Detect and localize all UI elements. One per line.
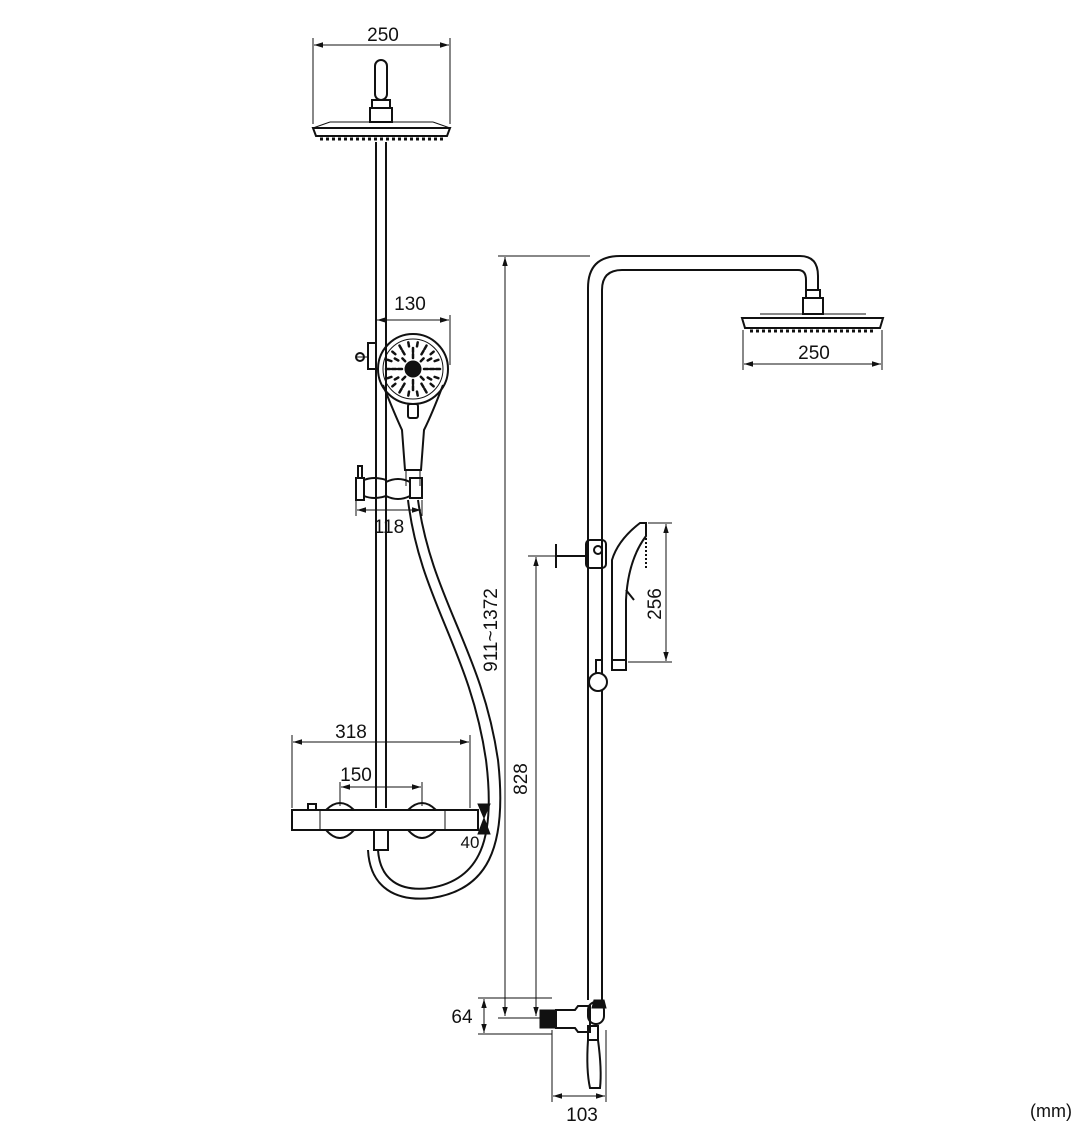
front-center-distance-label: 150 [340,765,372,786]
side-mixer [539,999,607,1089]
nozzle-mark [391,350,397,356]
spray-nozzle-pattern [384,341,442,397]
nozzle-mark [391,382,397,388]
nozzle-mark [386,358,393,363]
front-slider [355,465,423,501]
side-handshower-holder [555,539,607,569]
nozzle-mark [401,349,406,356]
front-rain-shower-head [311,59,452,141]
nozzle-mark [398,387,403,394]
nozzle-mark [426,357,433,362]
side-riser-height-label: 911~1372 [481,588,502,672]
front-riser-rail [375,142,387,808]
nozzle-mark [420,382,425,389]
side-slider-knob [588,659,608,692]
nozzle-mark [429,382,435,388]
nozzle-mark [386,375,393,380]
side-handshower-length-label: 256 [645,588,666,620]
unit-label: (mm) [1030,1101,1072,1121]
nozzle-mark [415,341,419,348]
side-hand-shower [611,522,647,671]
nozzle-mark [393,376,400,381]
front-handshower-width-label: 130 [394,294,426,315]
nozzle-mark [423,387,428,394]
nozzle-mark [407,341,411,348]
side-projection-label: 103 [566,1105,598,1126]
nozzle-mark [415,390,419,397]
side-view: 911~1372 250 256 828 64 103 [451,255,885,1126]
front-mixer-length-label: 318 [335,722,367,743]
nozzle-mark [401,357,407,363]
nozzle-mark [393,357,400,362]
front-dim-lines [291,38,471,808]
front-handshower-holder [355,342,377,370]
front-head-width-label: 250 [367,25,399,46]
side-rain-shower-head [740,289,885,333]
side-bracket-height-label: 828 [511,763,532,795]
front-view: 250 130 118 318 150 40 [291,25,502,900]
side-inlet-height-label: 64 [451,1007,473,1028]
front-hose [367,499,502,900]
nozzle-mark [401,382,406,389]
nozzle-mark [423,344,428,351]
side-head-width-label: 250 [798,343,830,364]
nozzle-mark [433,375,440,380]
nozzle-mark [433,358,440,363]
nozzle-mark [419,357,425,363]
nozzle-mark [419,375,425,381]
front-slider-width-label: 118 [374,517,404,538]
front-outlet-height-label: 40 [461,833,480,852]
nozzle-mark [398,344,403,351]
nozzle-mark [407,390,411,397]
front-hand-shower [377,333,449,486]
nozzle-mark [401,375,407,381]
side-riser-and-arm [587,255,819,1000]
side-dim-lines [478,255,883,1102]
nozzle-mark [420,349,425,356]
nozzle-mark [426,376,433,381]
nozzle-mark [429,350,435,356]
